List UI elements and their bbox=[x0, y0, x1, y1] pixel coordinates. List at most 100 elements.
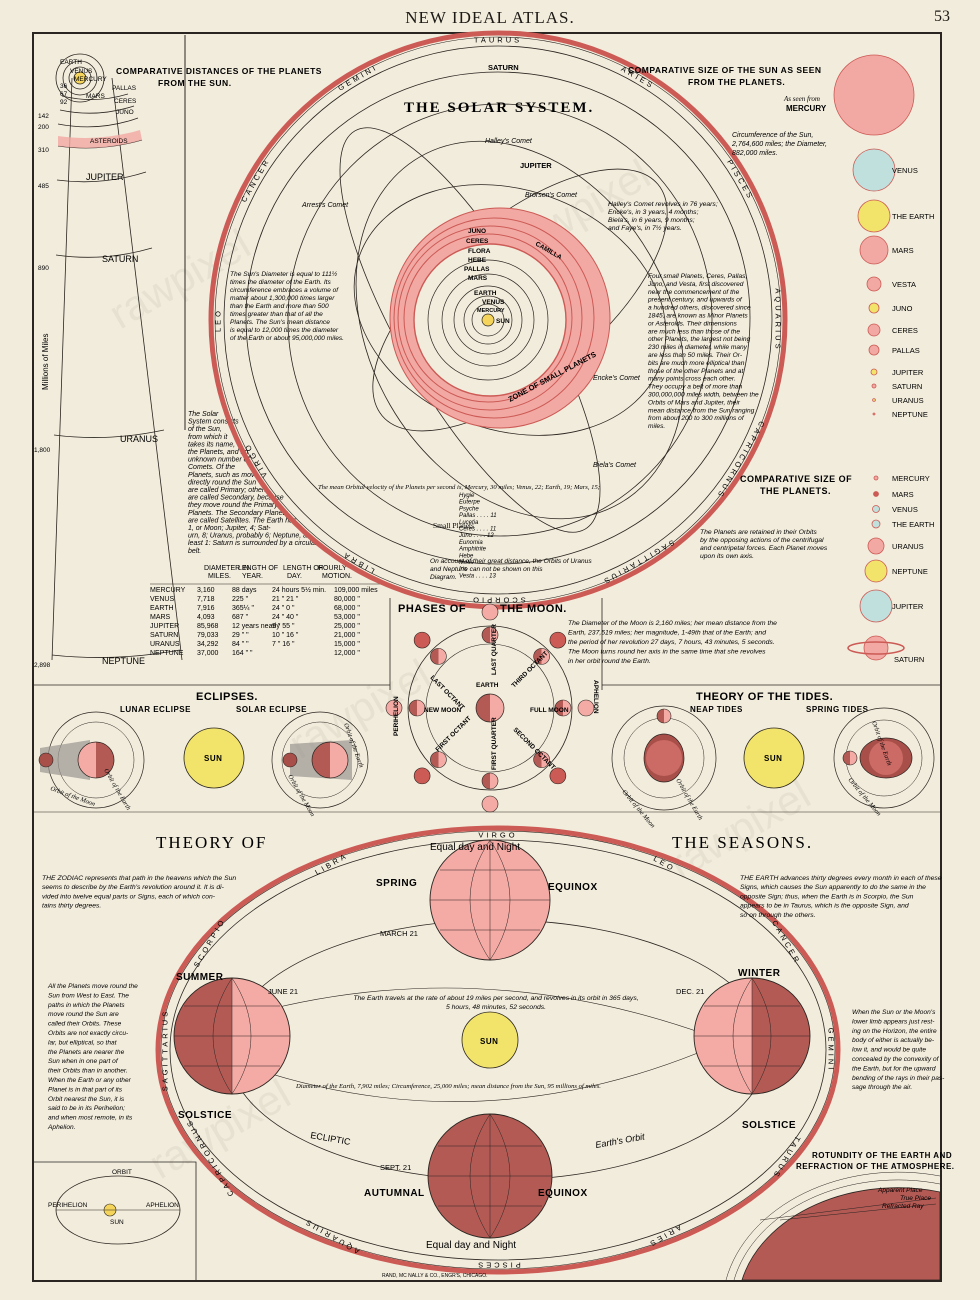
sun-size-label: URANUS bbox=[892, 396, 924, 405]
table-cell: 365¼ " bbox=[232, 605, 254, 612]
solar-text-line: are called Primary; others bbox=[188, 487, 268, 494]
sun-size-label: SATURN bbox=[892, 382, 922, 391]
seasons-zodiac-sign: SCORPIO bbox=[192, 916, 228, 969]
uranus-note-line: On account of their great distance, the … bbox=[430, 558, 592, 565]
solar-text-line: belt. bbox=[188, 548, 201, 555]
planet-size-disc bbox=[863, 635, 889, 661]
small-note-line: mean distance from the Sun ranging bbox=[648, 407, 755, 414]
planet-note-line: by the opposing actions of the centrifug… bbox=[700, 537, 824, 544]
orbits-text-line: Sun when in one part of bbox=[48, 1058, 119, 1065]
zodiac-sign: TAURUS bbox=[474, 36, 522, 45]
neap-orbit-earth: Orbit of the Earth bbox=[674, 778, 703, 822]
dist-label-uranus: URANUS bbox=[120, 434, 158, 444]
sun-size-label: MARS bbox=[892, 246, 914, 255]
moon-phases-panel: PHASES OF THE MOON. EARTH NEW MOON FULL … bbox=[385, 598, 777, 813]
zodiac-text: THE ZODIAC represents that path in the h… bbox=[42, 875, 236, 910]
moon-note: The Diameter of the Moon is 2,160 miles;… bbox=[568, 620, 777, 665]
refraction-text-line: sage through the air. bbox=[852, 1084, 912, 1091]
seasons-zodiac-sign: PISCES bbox=[475, 1261, 521, 1270]
moon-note-line: The Moon turns round her axis in the sam… bbox=[568, 649, 766, 656]
sun-size-disc bbox=[859, 235, 889, 265]
label-brorsen: Brorsen's Comet bbox=[525, 192, 578, 199]
sun-note: The Sun's Diameter is equal to 111½times… bbox=[230, 270, 344, 342]
table-cell: 9 " 55 " bbox=[272, 623, 295, 630]
circ-note-line: 882,000 miles. bbox=[732, 150, 778, 157]
winter-globe bbox=[693, 977, 811, 1095]
refraction-text-line: body of either is actually be- bbox=[852, 1037, 935, 1044]
label-saturn: SATURN bbox=[488, 63, 519, 72]
equal-day-top: Equal day and Night bbox=[430, 842, 520, 853]
sun-size-disc bbox=[870, 368, 878, 376]
solar-system-diagram: CANCERGEMINITAURUSARIESPISCESAQUARIUSCAP… bbox=[208, 30, 788, 610]
table-header: HOURLY bbox=[318, 565, 347, 572]
dist-label-mars: MARS bbox=[86, 93, 105, 100]
table-cell: 68,000 " bbox=[334, 605, 360, 612]
orbits-text-line: the Planets are nearer the bbox=[48, 1049, 125, 1056]
moon-title-right: THE MOON. bbox=[500, 603, 567, 615]
autumn-equinox-label: EQUINOX bbox=[538, 1188, 588, 1199]
small-planet-item: Iris bbox=[459, 567, 467, 573]
sun-size-disc bbox=[868, 302, 880, 314]
moon-aphelion: APHELION bbox=[592, 680, 599, 714]
sun-size-label: MERCURY bbox=[786, 104, 827, 113]
spring-tides: SPRING TIDES bbox=[806, 705, 869, 714]
moon-orbit-phase bbox=[408, 699, 426, 717]
planet-size-title-1: COMPARATIVE SIZE OF bbox=[740, 474, 852, 484]
rotundity-title-1: ROTUNDITY OF THE EARTH AND bbox=[812, 1151, 952, 1160]
dist-tick: 485 bbox=[38, 183, 49, 190]
small-planet-item: Hygie bbox=[459, 493, 475, 499]
sun-circumference-note: Circumference of the Sun,2,764,600 miles… bbox=[731, 132, 827, 157]
moon-last-quarter: LAST QUARTER bbox=[491, 624, 498, 675]
dist-tick: 142 bbox=[38, 113, 49, 120]
uranus-note: On account of their great distance, the … bbox=[430, 558, 592, 581]
table-cell: 687 " bbox=[232, 614, 249, 621]
moon-new: NEW MOON bbox=[424, 707, 461, 714]
table-cell: 24 " 40 " bbox=[272, 614, 299, 621]
seasons-title-right: THE SEASONS. bbox=[672, 833, 813, 852]
saturn-ring bbox=[847, 641, 905, 655]
planet-note-line: The Planets are retained in their Orbits bbox=[700, 529, 817, 536]
orbits-text-line: When the Earth or any other bbox=[48, 1077, 132, 1084]
aphelion-label: APHELION bbox=[146, 1202, 179, 1209]
refracted-ray: Refracted Ray bbox=[882, 1203, 924, 1210]
diameter-note: Diameter of the Earth, 7,902 miles; Circ… bbox=[295, 1083, 601, 1090]
imprint: RAND, MC NALLY & CO., ENGR'S, CHICAGO. bbox=[382, 1273, 488, 1279]
moon-phase-disc bbox=[549, 631, 567, 649]
small-note-line: Orbits of Mars and Jupiter, their bbox=[648, 399, 741, 406]
small-planet-item: Vesta . . . . 13 bbox=[459, 573, 496, 579]
moon-phase-disc bbox=[413, 631, 431, 649]
small-note-line: many points cross each other. bbox=[648, 376, 736, 383]
moon-orbit-phase bbox=[430, 648, 447, 665]
refraction-text-line: bending of the rays in their pas- bbox=[852, 1075, 945, 1082]
travel-note-line: 5 hours, 48 minutes, 52 seconds. bbox=[446, 1004, 546, 1011]
sun-size-label: PALLAS bbox=[892, 346, 920, 355]
sun-size-title-2: FROM THE PLANETS. bbox=[688, 77, 785, 87]
orbits-text-line: their Orbits than in another. bbox=[48, 1068, 128, 1075]
rotundity-panel: ROTUNDITY OF THE EARTH AND REFRACTION OF… bbox=[725, 1151, 954, 1281]
moon-last-octant: LAST OCTANT bbox=[429, 674, 466, 711]
solar-text-line: urn, 8; Uranus, probably 6; Neptune, at bbox=[188, 533, 310, 540]
refraction-text-line: lower limb appears just rest- bbox=[852, 1018, 935, 1025]
sun-note-line: circumference embraces a volume of bbox=[230, 287, 339, 294]
apparent-place: Apparent Place bbox=[877, 1187, 923, 1194]
solar-text-line: are called Secondary, because bbox=[188, 495, 284, 502]
page-header: NEW IDEAL ATLAS. 53 bbox=[0, 6, 980, 30]
sun-size-title-1: COMPARATIVE SIZE OF THE SUN AS SEEN bbox=[628, 65, 822, 75]
refraction-text-line: ing on the Horizon, the entire bbox=[852, 1028, 937, 1035]
uranus-note-line: Diagram. bbox=[430, 574, 457, 581]
sun-size-disc bbox=[857, 199, 891, 233]
table-cell: 34,292 bbox=[197, 641, 219, 648]
table-cell: MARS bbox=[150, 614, 171, 621]
uranus-note-line: and Neptune can not be shown on this bbox=[430, 566, 543, 573]
small-note-line: are much less than those of the bbox=[648, 328, 740, 335]
table-cell: 21,000 " bbox=[334, 632, 360, 639]
earth-text-line: opposite Sign; thus, when the Earth is i… bbox=[740, 893, 914, 900]
solar-text-line: of the Sun, bbox=[188, 426, 222, 433]
solar-text-line: Planets, such as move bbox=[188, 472, 259, 479]
planet-size-disc bbox=[872, 505, 880, 513]
summer-solstice-label: SOLSTICE bbox=[178, 1110, 232, 1121]
earth-text-line: Signs, which causes the Sun apparently t… bbox=[740, 884, 926, 891]
table-cell: 7,916 bbox=[197, 605, 215, 612]
